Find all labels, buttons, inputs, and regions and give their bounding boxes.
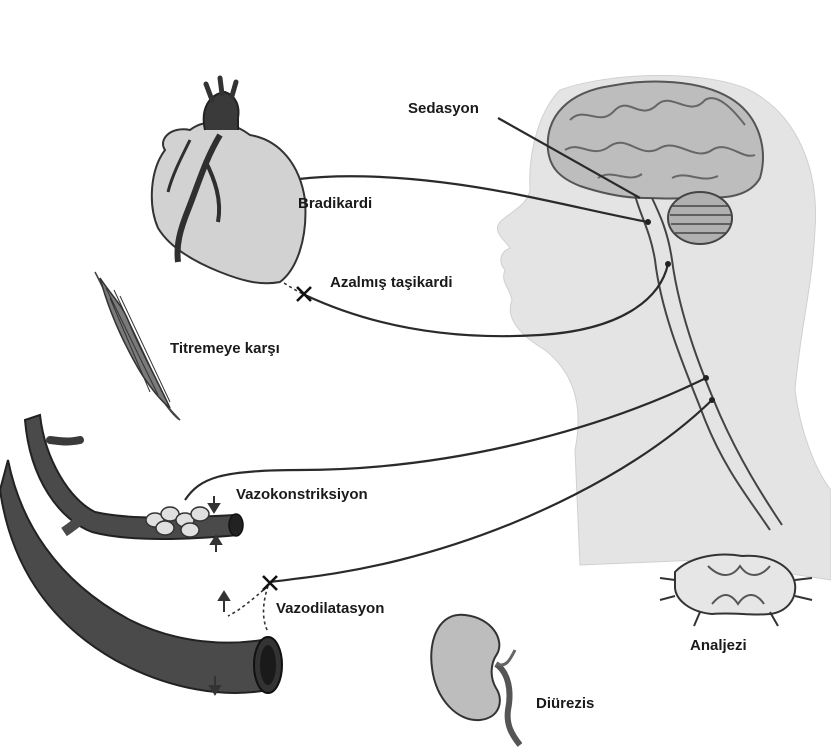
dashed-connectors (228, 235, 303, 632)
label-anti-shivering: Titremeye karşı (170, 340, 280, 358)
heart-icon (152, 78, 306, 283)
label-vasoconstriction: Vazokonstriksiyon (236, 486, 368, 504)
label-diuresis: Diürezis (536, 695, 594, 713)
label-sedation: Sedasyon (408, 100, 479, 118)
muscle-icon (95, 272, 180, 420)
label-bradycardia: Bradikardi (298, 195, 372, 213)
label-vasodilation: Vazodilatasyon (276, 600, 384, 618)
kidney-icon (431, 615, 520, 745)
blood-vessel-icon (0, 415, 282, 694)
label-analgesia: Analjezi (690, 637, 747, 655)
label-reduced-tachycardia: Azalmış taşikardi (330, 274, 453, 292)
